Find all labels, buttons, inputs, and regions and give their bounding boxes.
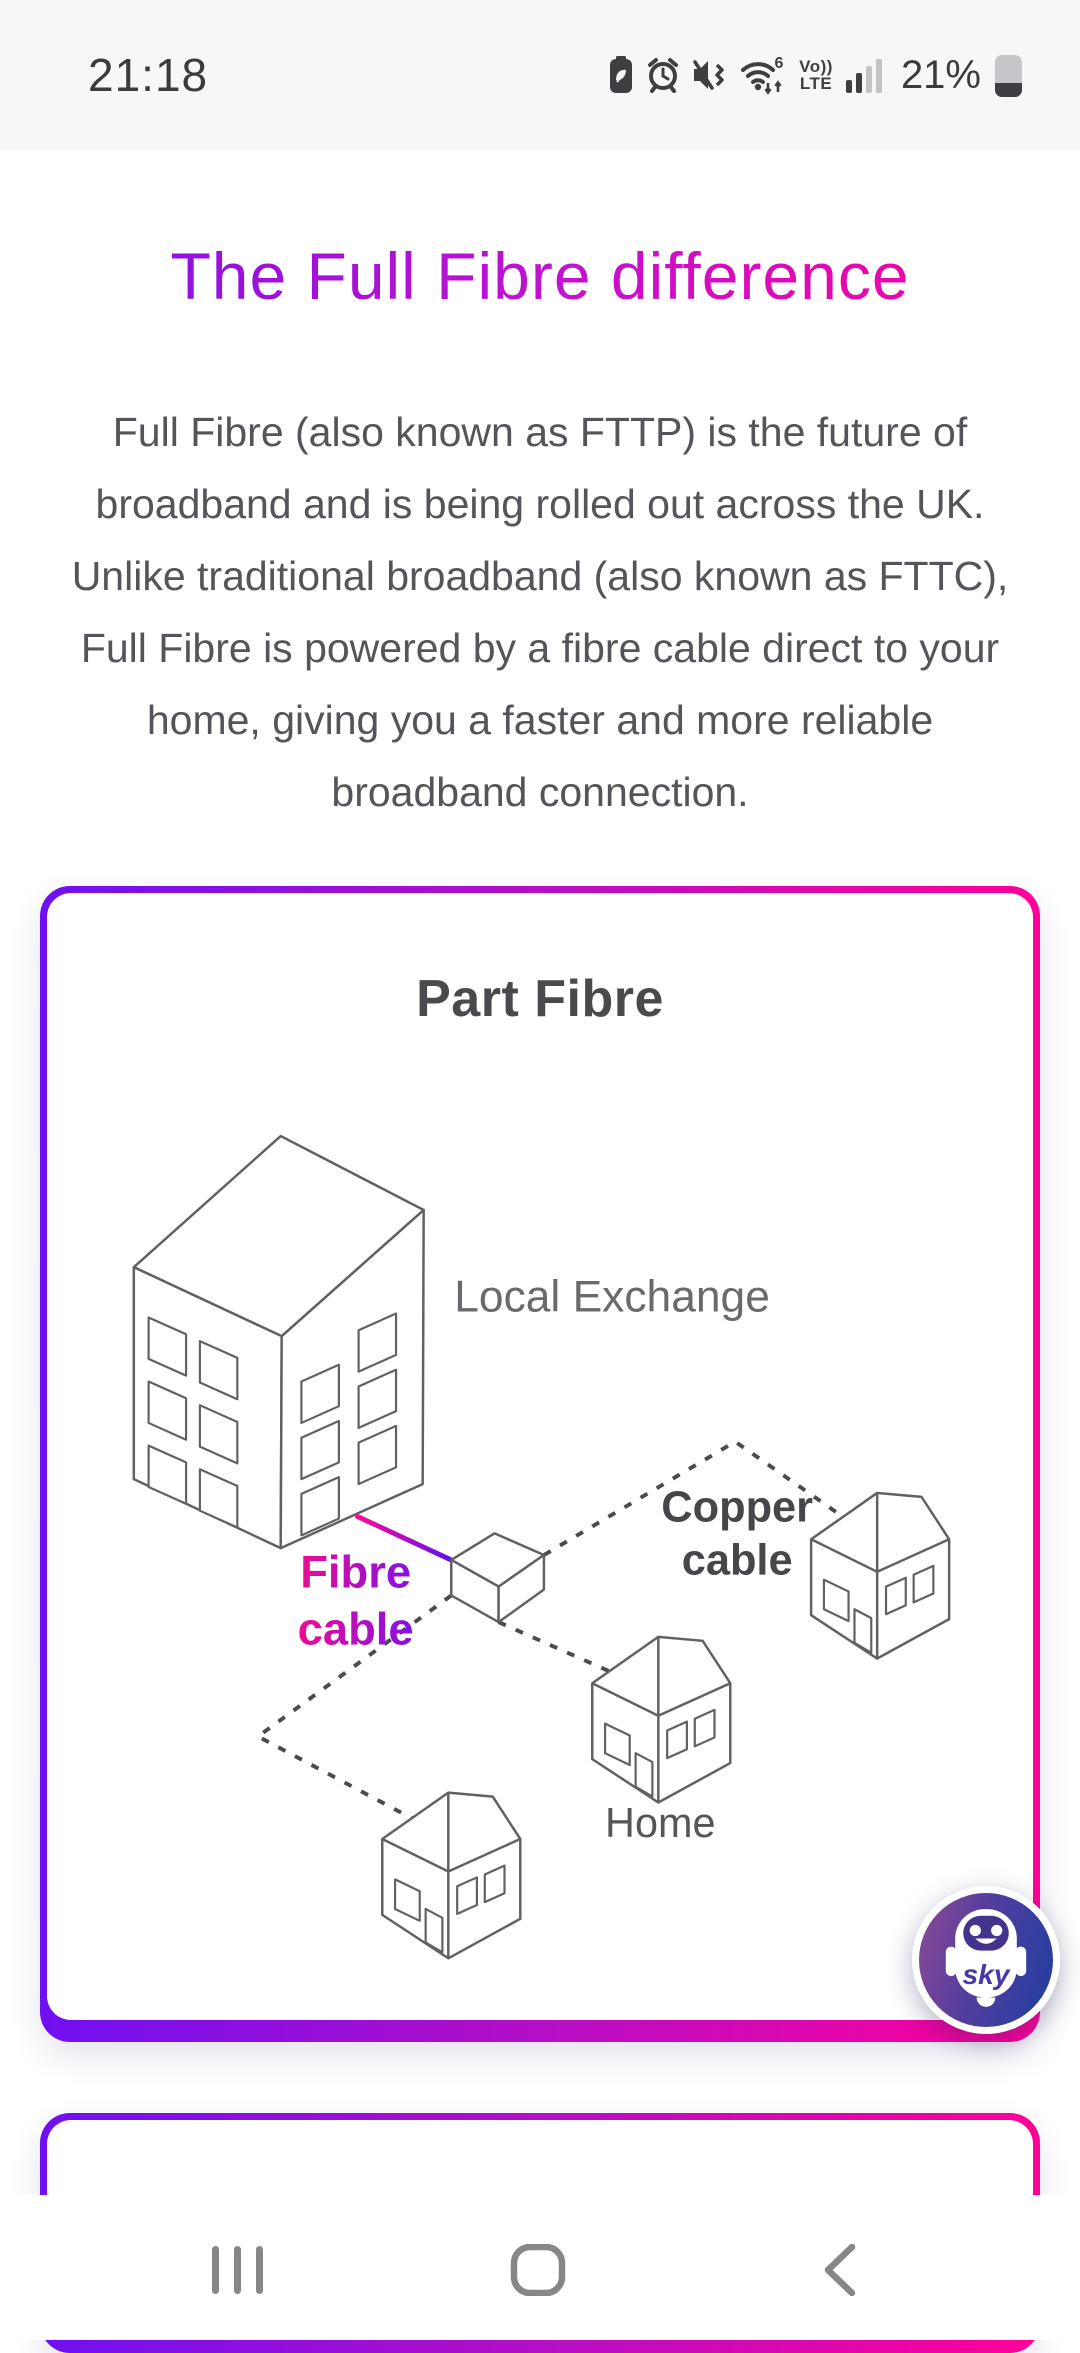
copper-cable-label-line2: cable <box>682 1537 793 1585</box>
street-cabinet <box>450 1532 546 1624</box>
local-exchange-building <box>132 1134 425 1550</box>
copper-cable-line-left <box>254 1593 453 1821</box>
back-button[interactable] <box>800 2231 880 2309</box>
back-icon <box>824 2244 856 2296</box>
part-fibre-diagram: Local Exchange Fibre cable Copper cable … <box>132 1134 951 1960</box>
sky-brand-label: sky <box>963 1959 1011 1990</box>
vibrate-mute-icon <box>693 60 724 90</box>
battery-icon <box>995 55 1022 97</box>
recents-button[interactable] <box>198 2231 278 2309</box>
sky-robot-icon: sky <box>945 1909 1027 2007</box>
status-icons: 6 Vo)) LTE 21% <box>609 52 1024 98</box>
wifi-standard-label: 6 <box>775 55 784 72</box>
battery-percent: 21% <box>900 52 981 97</box>
fibre-cable-label-line1: Fibre <box>300 1547 411 1598</box>
android-nav-bar <box>0 2195 1080 2340</box>
signal-strength-icon <box>845 59 882 93</box>
copper-cable-label-line1: Copper <box>661 1484 813 1532</box>
sky-chat-button[interactable]: sky <box>912 1886 1060 2034</box>
fibre-cable-line <box>354 1513 453 1563</box>
copper-cable-line-middle <box>497 1620 615 1676</box>
volte-icon: Vo)) LTE <box>799 57 833 93</box>
alarm-icon <box>648 58 679 93</box>
wifi-6-icon: 6 <box>741 55 784 95</box>
page-title: The Full Fibre difference <box>0 238 1080 314</box>
battery-saver-icon <box>610 56 633 93</box>
clock-time: 21:18 <box>88 49 209 101</box>
home-icon <box>510 2244 566 2296</box>
home-label: Home <box>605 1800 715 1846</box>
intro-paragraph: Full Fibre (also known as FTTP) is the f… <box>71 409 1009 815</box>
fibre-cable-label-line2: cable <box>298 1604 414 1655</box>
house-home <box>591 1635 732 1804</box>
card-heading: Part Fibre <box>416 970 664 1028</box>
recents-icon <box>212 2246 263 2294</box>
part-fibre-card-body: Part Fibre <box>47 893 1033 2020</box>
house-right <box>809 1491 951 1660</box>
part-fibre-card: Part Fibre <box>40 886 1040 2042</box>
local-exchange-label: Local Exchange <box>454 1273 770 1322</box>
status-bar: 21:18 6 Vo)) LT <box>0 0 1080 150</box>
home-button[interactable] <box>498 2231 578 2309</box>
house-left <box>381 1791 522 1960</box>
